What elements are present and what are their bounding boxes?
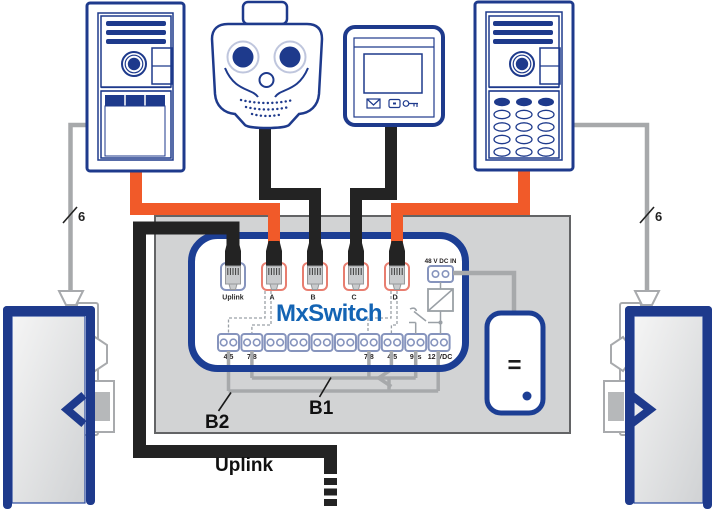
rj45-plug-uplink [225,241,241,290]
cables [130,116,530,509]
camera-lens-left [226,40,260,74]
camera-sensor [258,72,275,88]
camera-mount-tab [241,0,289,26]
keypad [493,97,555,157]
power-input-circuit: 48 V DC IN [409,258,457,334]
rj45-plug-a [266,241,282,290]
terminal-block [310,333,334,352]
b2-label: B2 [205,412,229,433]
cable-d [391,164,530,246]
port-label-a: A [269,295,274,302]
button-icon [388,98,401,109]
door-right [625,306,712,509]
psu-wire [453,270,517,313]
speaker-grille [106,21,166,44]
door-left [3,306,95,509]
wire-count-label-right: 6 [655,209,662,224]
door-wire-left [68,122,87,293]
terminal-block [287,333,311,352]
display-module [343,25,445,127]
speaker-grille [493,21,553,44]
camera-speaker-dots [239,98,295,118]
info-panel [104,105,166,157]
mail-icon [366,98,381,109]
uplink-cable-label: Uplink [215,455,273,476]
terminal-block [380,333,404,352]
mxswitch-logo: MxSwitch [276,300,382,327]
door-station-left [85,1,186,173]
port-label-c: C [351,295,356,302]
dc-symbol: = [507,352,521,379]
relay-symbol [409,307,441,334]
annotations: B1 B2 Uplink [205,377,334,476]
rj45-plug-c [348,241,364,290]
camera [210,0,324,130]
b1-label: B1 [309,398,334,419]
terminal-label: 12 VDC [428,354,453,361]
door-wire-right [573,122,650,293]
wire-count-label-left: 6 [78,209,85,224]
power-supply: = [484,310,546,416]
wire-count-marker-left: 6 [62,206,85,224]
camera-lens [121,51,147,77]
port-terminal-dashed-lines [227,291,398,334]
rj45-plugs [225,241,405,290]
door-strike-chevron-right [628,391,657,428]
door-station-right [473,0,575,172]
terminal-block [217,333,240,352]
terminal-blocks [217,333,451,352]
key-icon [402,100,418,107]
door-strike-chevron-left [60,391,87,428]
port-label-uplink: Uplink [222,295,243,302]
rj45-plug-d [389,241,405,290]
cable-c [350,116,397,246]
port-label-d: D [392,295,397,302]
camera-lens [509,51,535,77]
terminal-block [334,333,357,352]
port-label-b: B [310,295,315,302]
bell-button-strip [105,95,165,106]
terminal-block [357,333,381,352]
power-in-label: 48 V DC IN [425,258,457,265]
rj45-plug-b [307,241,323,290]
camera-lens-right [273,40,307,74]
terminal-block [263,333,287,352]
uplink-cable [133,221,337,474]
display-screen [363,53,423,94]
terminal-block [240,333,264,352]
cable-a [130,158,280,246]
terminal-block [404,333,428,352]
psu-led [522,391,532,401]
terminal-block [427,333,451,352]
wire-count-marker-right: 6 [639,206,662,224]
merge-arrow [375,368,393,388]
mxswitch-border [188,232,469,372]
port-labels: Uplink A B C D [222,295,397,302]
cable-b [259,116,321,246]
